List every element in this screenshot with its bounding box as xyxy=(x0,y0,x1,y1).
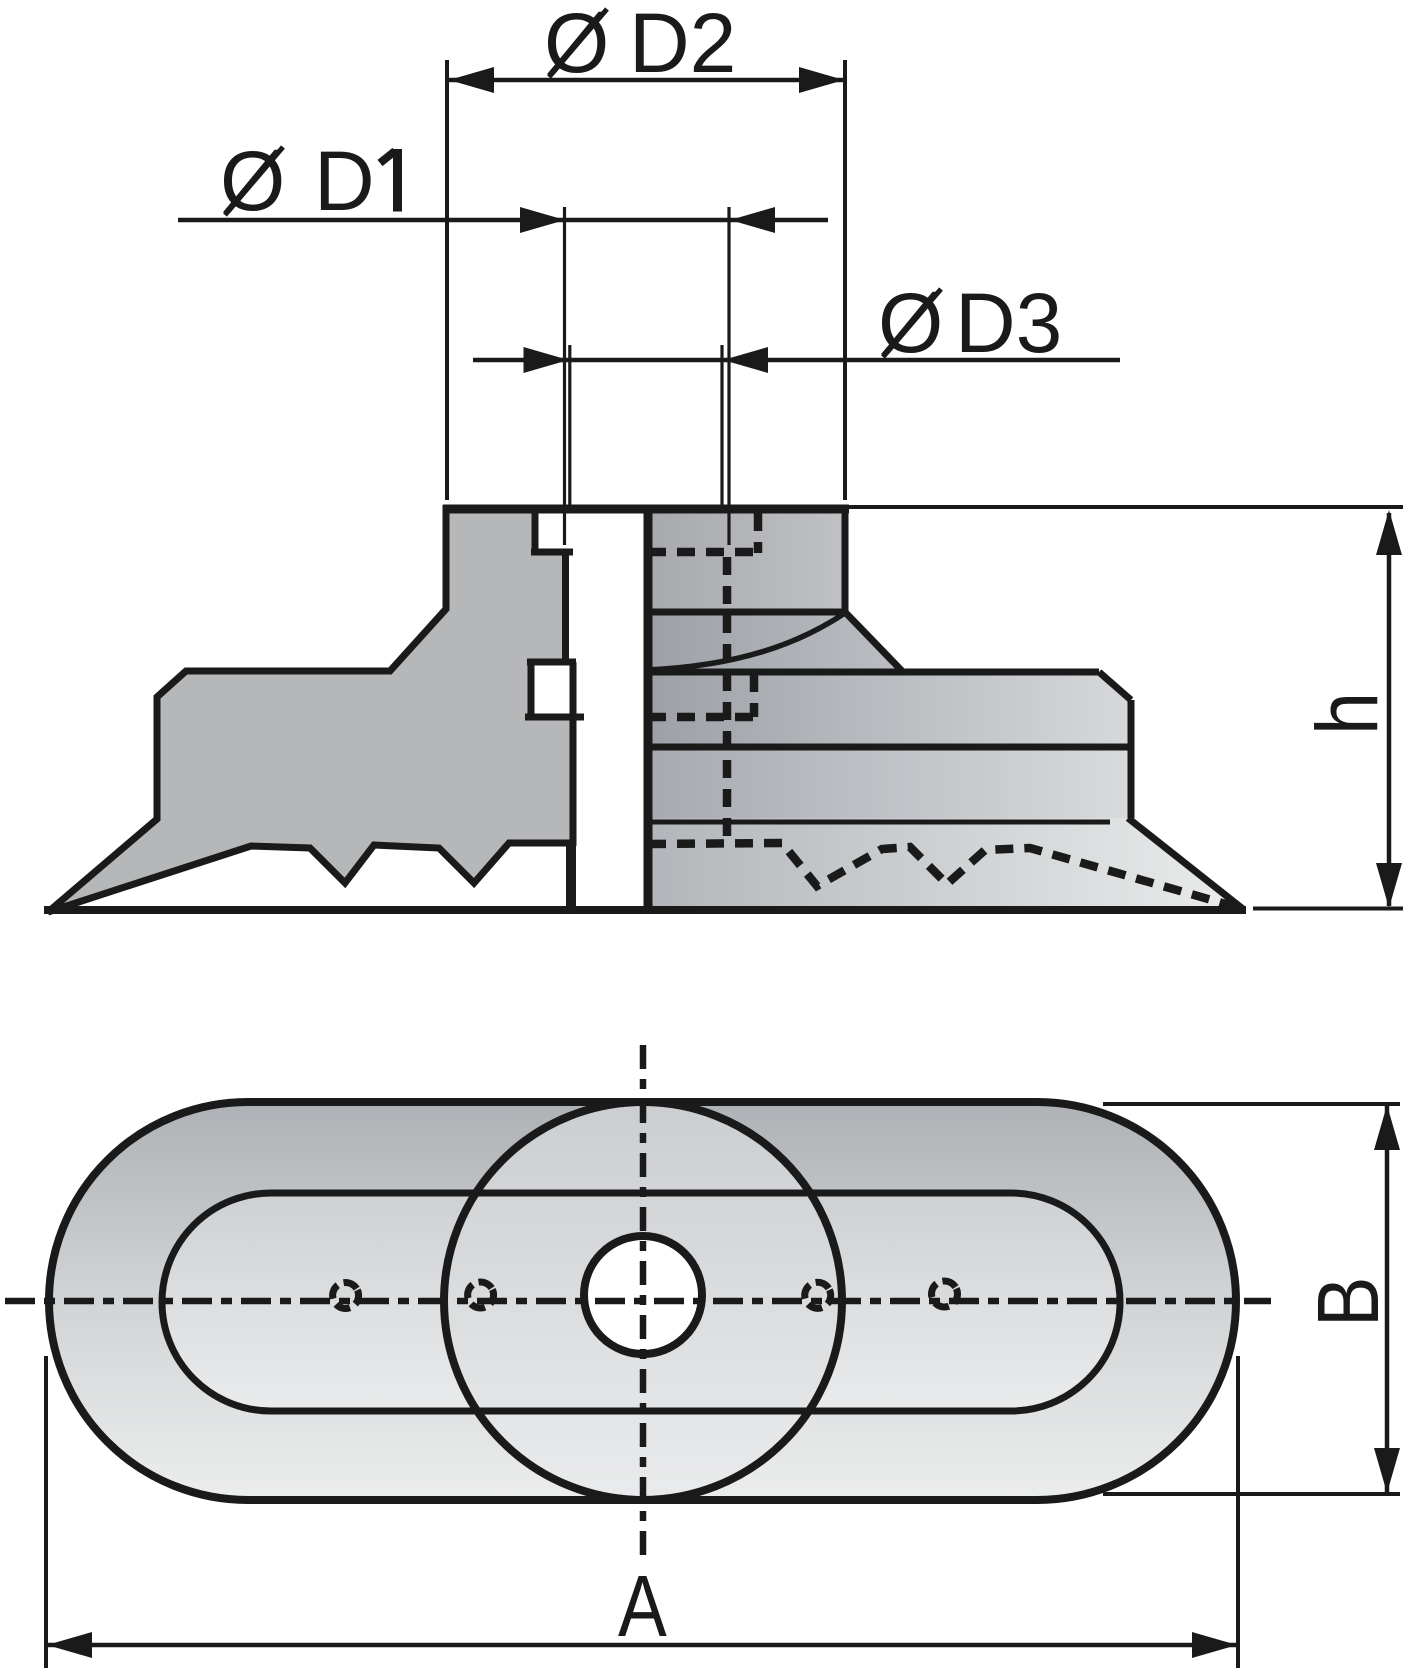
svg-text:D: D xyxy=(314,134,375,228)
svg-text:A: A xyxy=(618,1558,667,1655)
svg-text:D2: D2 xyxy=(629,0,736,90)
svg-text:h: h xyxy=(1299,692,1396,735)
svg-text:B: B xyxy=(1300,1277,1397,1327)
svg-text:D3: D3 xyxy=(955,276,1062,370)
